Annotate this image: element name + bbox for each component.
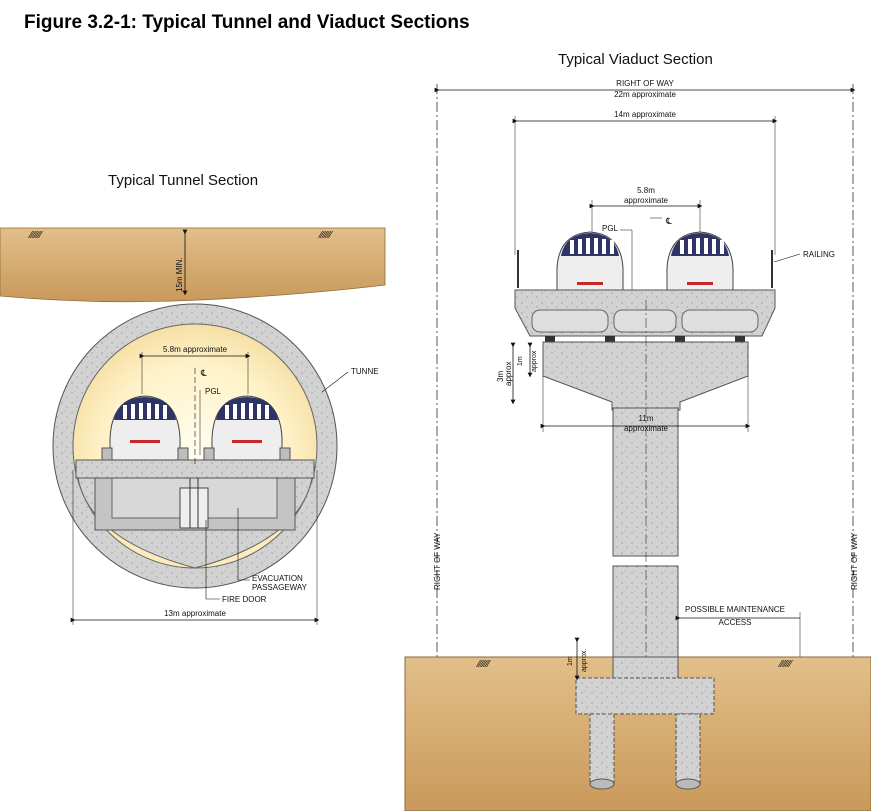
pile-right bbox=[675, 713, 701, 785]
dim-3m-b: approx bbox=[504, 362, 513, 386]
viaduct-section: RIGHT OF WAY 22m approximate RIGHT OF WA… bbox=[404, 79, 871, 811]
dim-14: 14m approximate bbox=[614, 110, 676, 119]
tunnel-pgl: PGL bbox=[205, 387, 222, 396]
pile-cap bbox=[575, 677, 715, 715]
row-label: RIGHT OF WAY bbox=[616, 79, 674, 88]
tunnel-cl-symbol: ℄ bbox=[200, 368, 207, 378]
maint-label-2: ACCESS bbox=[719, 618, 752, 627]
dim-3m-a: 3m bbox=[496, 371, 505, 382]
pier-column-upper bbox=[612, 407, 679, 557]
hatch-left: ⁄⁄⁄⁄⁄⁄⁄ bbox=[27, 230, 43, 241]
pier-cap bbox=[542, 341, 749, 411]
tunnel-section: ⁄⁄⁄⁄⁄⁄⁄ ⁄⁄⁄⁄⁄⁄⁄ 15m MIN. bbox=[0, 227, 386, 625]
dim-1m-a: 1m bbox=[517, 356, 524, 366]
evac-label-2: PASSAGEWAY bbox=[252, 583, 308, 592]
fire-door-label: FIRE DOOR bbox=[222, 595, 267, 604]
railing-label: RAILING bbox=[803, 250, 835, 259]
figure-title: Figure 3.2-1: Typical Tunnel and Viaduct… bbox=[24, 12, 470, 33]
dim-58a: 5.8m bbox=[637, 186, 655, 195]
row-right-text: RIGHT OF WAY bbox=[850, 532, 859, 590]
hatch-right: ⁄⁄⁄⁄⁄⁄⁄ bbox=[317, 230, 333, 241]
tunnel-label: TUNNE bbox=[351, 367, 379, 376]
maint-label-1: POSSIBLE MAINTENANCE bbox=[685, 605, 785, 614]
row-left-text: RIGHT OF WAY bbox=[433, 532, 442, 590]
viaduct-section-title: Typical Viaduct Section bbox=[558, 51, 713, 68]
tunnel-ground bbox=[0, 227, 386, 303]
dim-1m-b: approx bbox=[531, 350, 538, 372]
viaduct-cl-symbol: ℄ bbox=[665, 216, 672, 226]
dim-1m-found-a: 1m bbox=[567, 656, 574, 666]
cover-label: 15m MIN. bbox=[175, 257, 184, 292]
row-width: 22m approximate bbox=[614, 90, 676, 99]
tunnel-train-right bbox=[203, 395, 291, 461]
dim-1m-found-b: approx. bbox=[581, 649, 588, 672]
vhatch-left: ⁄⁄⁄⁄⁄⁄⁄ bbox=[475, 659, 491, 670]
viaduct-pgl: PGL bbox=[602, 224, 619, 233]
tunnel-dim-13: 13m approximate bbox=[164, 609, 226, 618]
dim-11b: approximate bbox=[624, 424, 669, 433]
dim-58b: approximate bbox=[624, 196, 669, 205]
evac-label-1: EVACUATION bbox=[252, 574, 303, 583]
tunnel-dim-58: 5.8m approximate bbox=[163, 345, 228, 354]
dim-11a: 11m bbox=[639, 414, 654, 423]
fire-door bbox=[179, 487, 209, 529]
vhatch-right: ⁄⁄⁄⁄⁄⁄⁄ bbox=[777, 659, 793, 670]
viaduct-train-right bbox=[666, 231, 734, 298]
tunnel-train-left bbox=[101, 395, 189, 461]
tunnel-section-title: Typical Tunnel Section bbox=[108, 172, 259, 189]
pile-left bbox=[589, 713, 615, 785]
viaduct-train-left bbox=[556, 231, 624, 298]
